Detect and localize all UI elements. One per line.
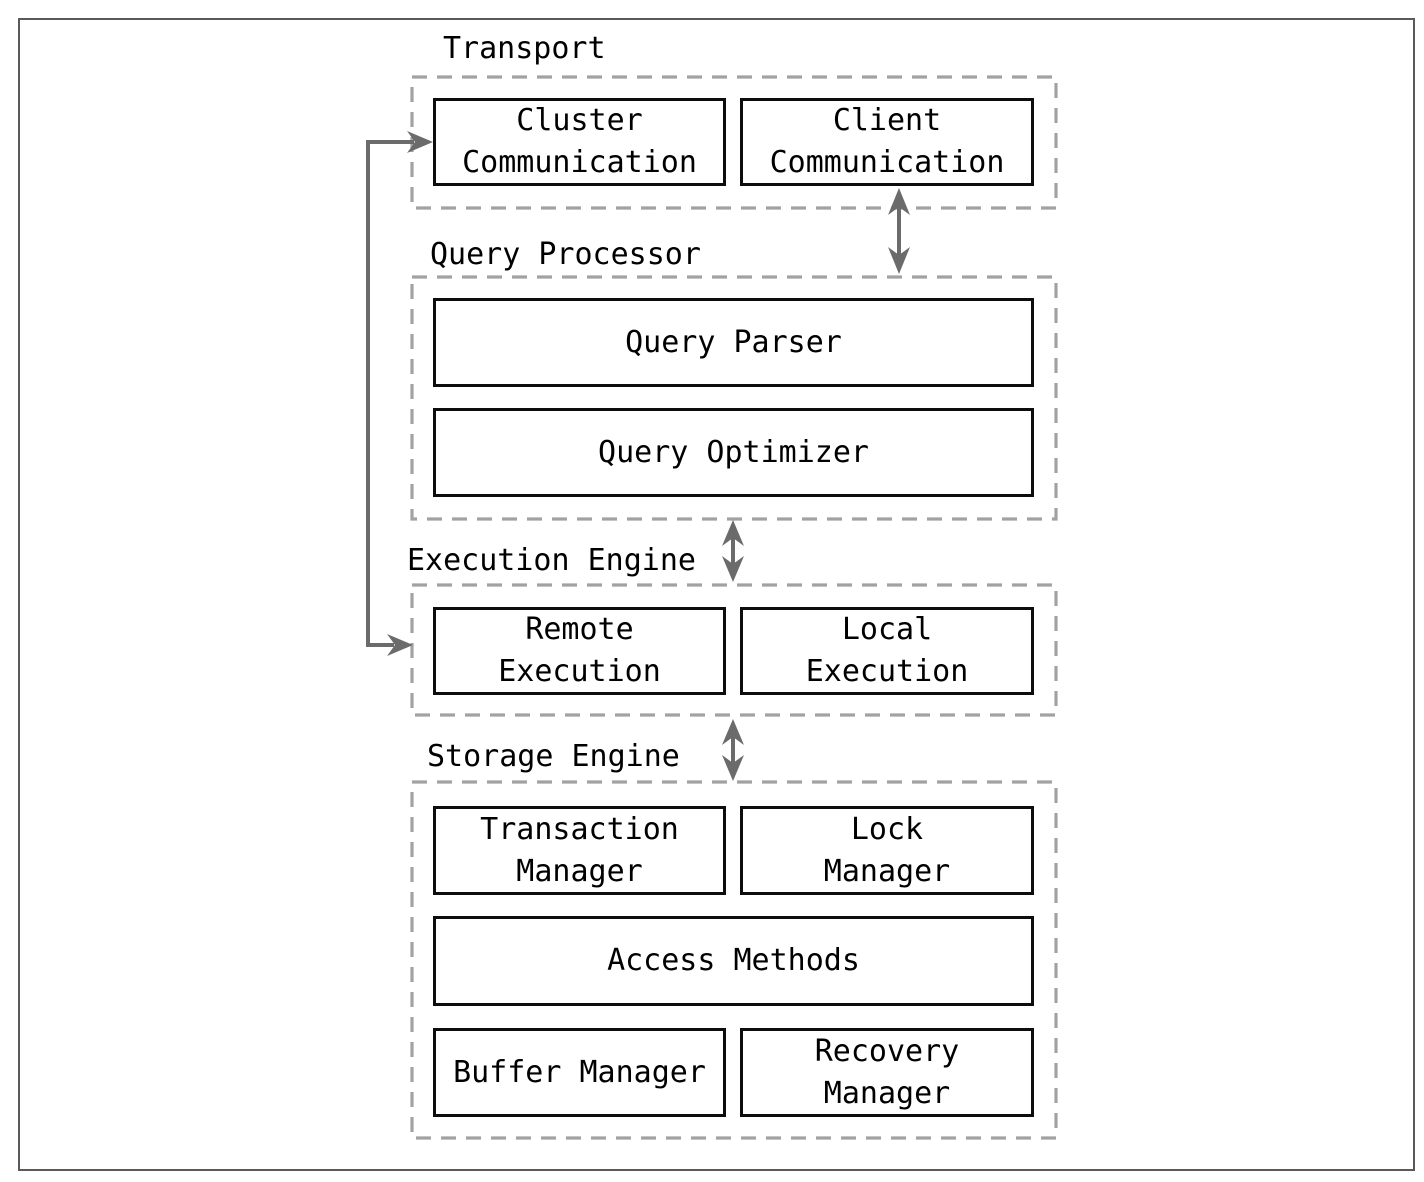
box-client-communication: Client Communication xyxy=(740,98,1034,186)
arrow-client-communication-query-processor xyxy=(888,188,910,274)
section-label-storage-engine: Storage Engine xyxy=(427,739,680,774)
execution-engine-container xyxy=(410,583,1058,717)
box-cluster-communication: Cluster Communication xyxy=(433,98,726,186)
arrow-execution-engine-storage-engine xyxy=(722,719,744,781)
box-query-parser: Query Parser xyxy=(433,298,1034,387)
box-recovery-manager: Recovery Manager xyxy=(740,1028,1034,1117)
section-label-query-processor: Query Processor xyxy=(430,237,701,272)
arrow-query-processor-execution-engine xyxy=(722,520,744,582)
query-processor-container xyxy=(410,275,1058,521)
arrow-cluster-communication-remote-execution xyxy=(366,131,433,656)
section-label-transport: Transport xyxy=(443,31,606,66)
box-local-execution: Local Execution xyxy=(740,607,1034,695)
box-lock-manager: Lock Manager xyxy=(740,806,1034,895)
box-remote-execution: Remote Execution xyxy=(433,607,726,695)
section-label-execution-engine: Execution Engine xyxy=(407,543,696,578)
box-access-methods: Access Methods xyxy=(433,916,1034,1006)
box-buffer-manager: Buffer Manager xyxy=(433,1028,726,1117)
box-transaction-manager: Transaction Manager xyxy=(433,806,726,895)
box-query-optimizer: Query Optimizer xyxy=(433,408,1034,497)
